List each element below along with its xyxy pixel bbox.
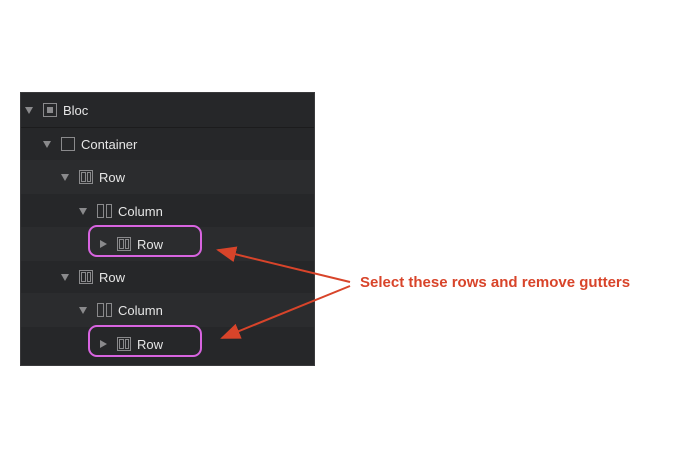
annotation-text: Select these rows and remove gutters [360,274,631,291]
disclosure-right-icon[interactable] [100,240,107,248]
tree-item-label: Row [99,269,126,285]
tree-item-label: Row [137,336,164,352]
highlight-outline [88,325,202,357]
tree-item-label: Column [118,203,163,219]
tree-item-bloc[interactable]: Bloc [21,93,314,128]
row-icon [79,270,93,284]
tree-item-label: Column [118,302,163,318]
disclosure-down-icon[interactable] [61,173,69,181]
arrow-to-first-row [216,246,351,283]
disclosure-right-icon[interactable] [100,340,107,348]
tree-item-container[interactable]: Container [21,127,314,161]
row-icon [79,170,93,184]
arrow-to-second-row [220,285,351,339]
disclosure-down-icon[interactable] [43,140,51,148]
column-icon [97,303,112,317]
disclosure-down-icon[interactable] [61,273,69,281]
column-icon [97,204,112,218]
tree-item-label: Row [137,236,164,252]
container-icon [61,137,75,151]
tree-item-label: Bloc [63,102,89,118]
disclosure-down-icon[interactable] [25,106,33,114]
disclosure-down-icon[interactable] [79,306,87,314]
row-icon [117,337,131,351]
tree-item-label: Row [99,169,126,185]
layer-tree-panel: Bloc Container Row Column Row Row Column… [20,92,315,366]
tree-item-row-nested[interactable]: Row [21,327,314,361]
tree-item-row[interactable]: Row [21,160,314,194]
tree-item-column[interactable]: Column [21,194,314,228]
bloc-icon [43,103,57,117]
tree-item-label: Container [81,136,138,152]
highlight-outline [88,225,202,257]
disclosure-down-icon[interactable] [79,207,87,215]
row-icon [117,237,131,251]
tree-item-row[interactable]: Row [21,260,314,294]
